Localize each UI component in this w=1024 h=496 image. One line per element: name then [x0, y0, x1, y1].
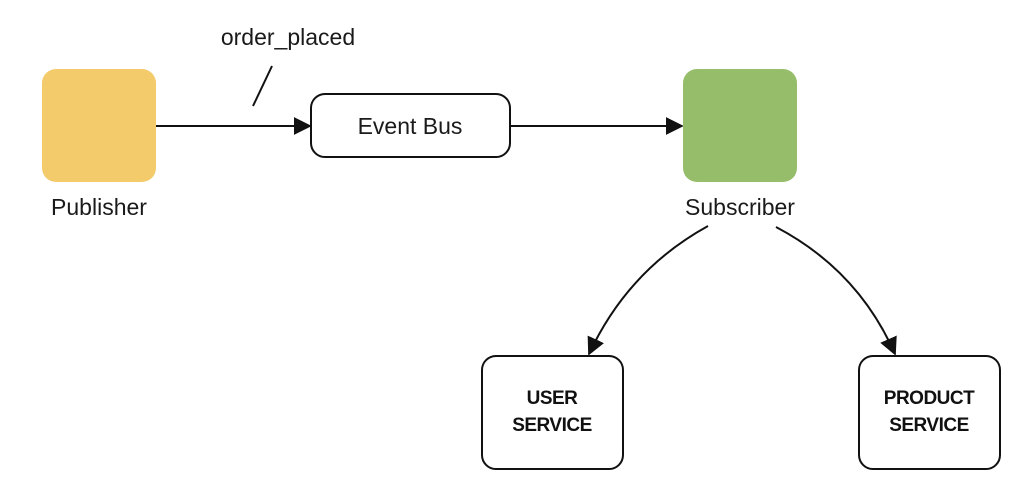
publish-label-leader: [252, 65, 273, 107]
publisher-label: Publisher: [51, 194, 147, 220]
product-service-label-line1: PRODUCT: [884, 388, 975, 409]
product-service-box: [858, 355, 1001, 470]
subscriber-to-product-service-arrow: [775, 226, 897, 356]
subscriber-node: Subscriber: [683, 69, 797, 220]
event-bus-node: Event Bus: [310, 93, 511, 158]
user-service-box: [481, 355, 624, 470]
subscriber-to-user-service-arrow: [587, 225, 709, 356]
subscriber-box: [683, 69, 797, 182]
event-bus-label: Event Bus: [358, 113, 463, 139]
user-service-label-line2: SERVICE: [512, 415, 592, 436]
publisher-node: Publisher: [42, 69, 156, 220]
publisher-box: [42, 69, 156, 182]
product-service-node: PRODUCT SERVICE: [858, 355, 1001, 470]
product-service-label-line2: SERVICE: [889, 415, 969, 436]
publish-edge: order_placed: [156, 24, 355, 135]
subscriber-label: Subscriber: [685, 194, 795, 220]
user-service-node: USER SERVICE: [481, 355, 624, 470]
user-service-label-line1: USER: [527, 388, 579, 409]
publish-event-label: order_placed: [221, 24, 355, 50]
